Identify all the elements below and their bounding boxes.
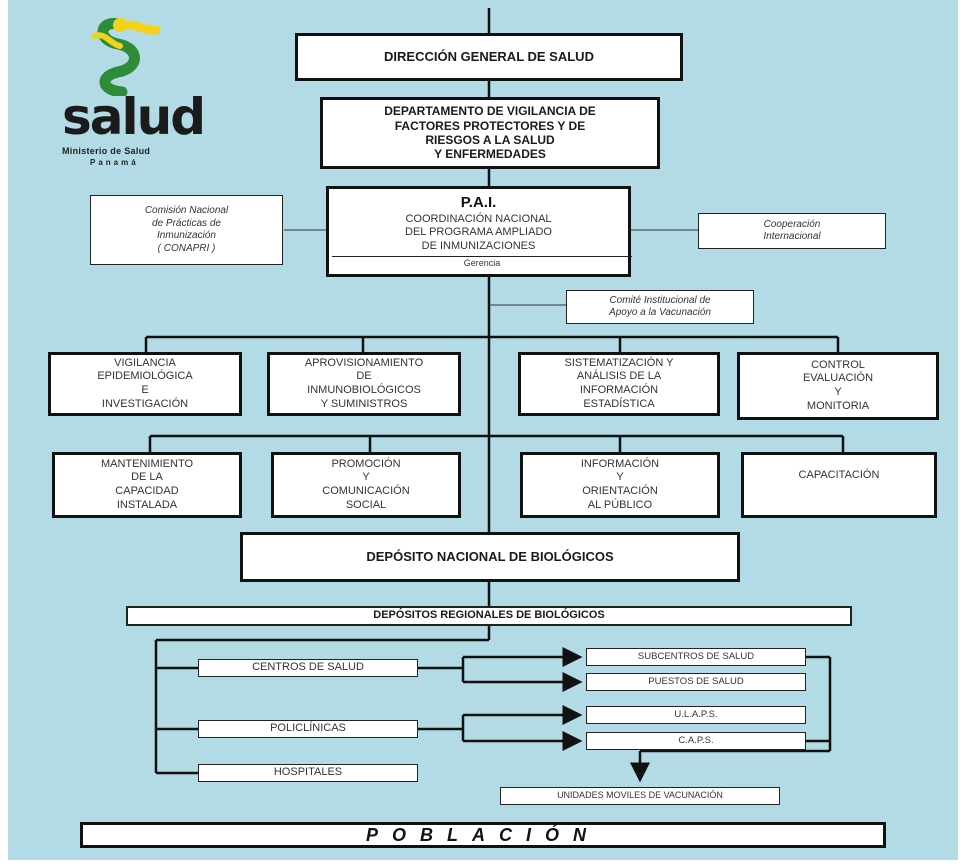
node-sistematizacion: SISTEMATIZACIÓN Y ANÁLISIS DE LA INFORMA… <box>518 352 720 416</box>
node-unidades-moviles: UNIDADES MOVILES DE VACUNACIÓN <box>500 787 780 805</box>
node-puestos: PUESTOS DE SALUD <box>586 673 806 691</box>
node-caps: C.A.P.S. <box>586 732 806 750</box>
node-depositos-regionales: DEPÓSITOS REGIONALES DE BIOLÓGICOS <box>126 606 852 626</box>
node-departamento-vigilancia: DEPARTAMENTO DE VIGILANCIA DE FACTORES P… <box>320 97 660 169</box>
node-cooperacion: Cooperación Internacional <box>698 213 886 249</box>
pai-gerencia: Gerencia <box>332 255 632 269</box>
node-capacitacion: CAPACITACIÓN <box>741 452 937 518</box>
serpent-emblem-icon <box>91 18 161 98</box>
logo-wordmark: salud <box>62 88 206 146</box>
connector-lines <box>144 8 845 783</box>
logo-ministry: Ministerio de Salud <box>62 146 151 156</box>
node-control: CONTROL EVALUACIÓN Y MONITORIA <box>737 352 939 420</box>
pai-title: P.A.I. <box>460 193 497 211</box>
salud-logo: salud Ministerio de Salud Panamá <box>60 18 230 167</box>
node-direccion-general: DIRECCIÓN GENERAL DE SALUD <box>295 33 683 81</box>
poblacion-label: POBLACIÓN <box>366 824 600 845</box>
node-mantenimiento: MANTENIMIENTO DE LA CAPACIDAD INSTALADA <box>52 452 242 518</box>
node-pai: P.A.I. COORDINACIÓN NACIONAL DEL PROGRAM… <box>326 186 632 277</box>
logo-country: Panamá <box>90 158 139 167</box>
node-centros-salud: CENTROS DE SALUD <box>198 659 418 677</box>
node-comite: Comité Institucional de Apoyo a la Vacun… <box>566 290 754 324</box>
node-poblacion: POBLACIÓN <box>80 822 886 848</box>
pai-body: COORDINACIÓN NACIONAL DEL PROGRAMA AMPLI… <box>405 212 552 253</box>
node-informacion: INFORMACIÓN Y ORIENTACIÓN AL PÚBLICO <box>520 452 720 518</box>
node-aprovisionamiento: APROVISIONAMIENTO DE INMUNOBIOLÓGICOS Y … <box>267 352 461 416</box>
node-ulaps: U.L.A.P.S. <box>586 706 806 724</box>
node-hospitales: HOSPITALES <box>198 764 418 782</box>
node-conapri: Comisión Nacional de Prácticas de Inmuni… <box>90 195 283 265</box>
node-subcentros: SUBCENTROS DE SALUD <box>586 648 806 666</box>
org-chart: salud Ministerio de Salud Panamá DIRECCI… <box>8 0 958 860</box>
node-vigilancia: VIGILANCIA EPIDEMIOLÓGICA E INVESTIGACIÓ… <box>48 352 242 416</box>
node-policlinicas: POLICLÍNICAS <box>198 720 418 738</box>
node-promocion: PROMOCIÓN Y COMUNICACIÓN SOCIAL <box>271 452 461 518</box>
node-deposito-nacional: DEPÓSITO NACIONAL DE BIOLÓGICOS <box>240 532 740 582</box>
